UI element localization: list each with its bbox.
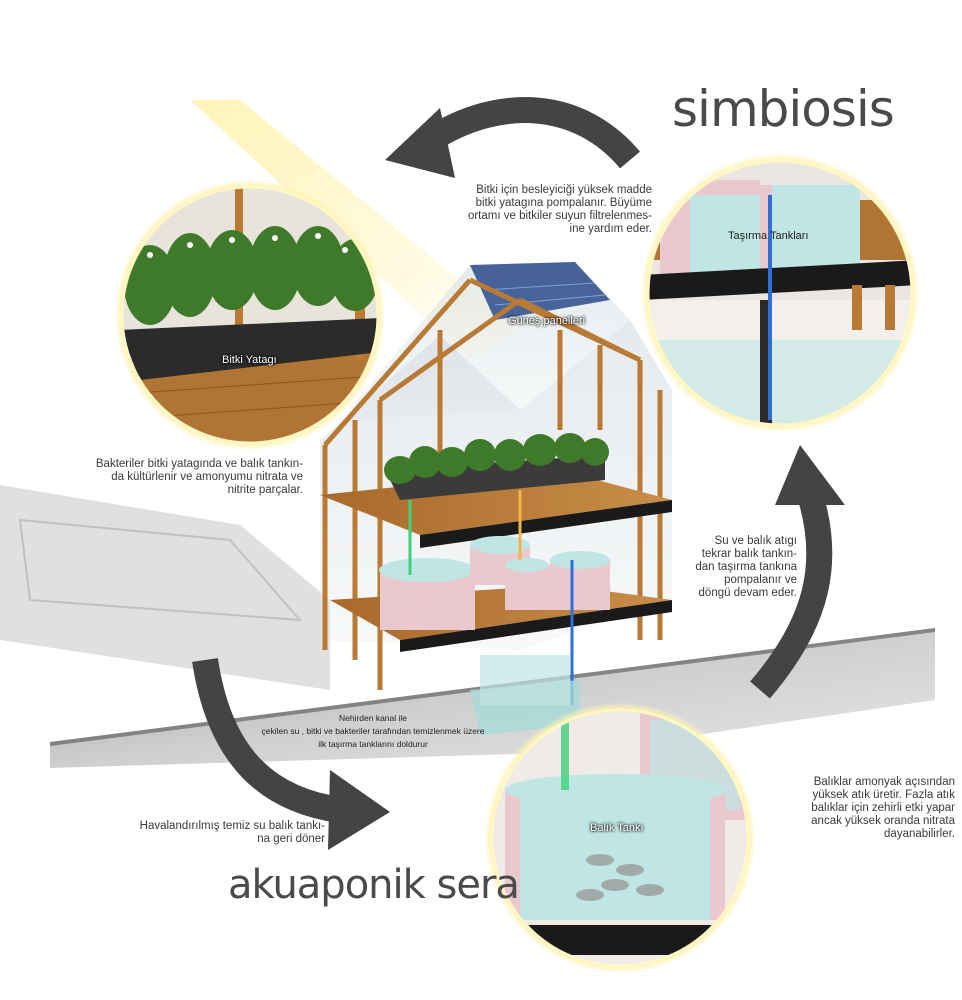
title-akuaponik-sera: akuaponik sera	[228, 862, 520, 908]
ground-shadow	[0, 485, 330, 690]
label-tasirma-tanklari: Taşırma Tankları	[728, 230, 809, 242]
arrow-head-right	[775, 445, 845, 505]
greenhouse	[320, 262, 672, 735]
greenhouse-tanks	[379, 536, 610, 630]
title-simbiosis: simbiosis	[672, 80, 895, 138]
label-balik-tanki: Balık Tankı	[590, 822, 644, 834]
arrow-head-bottom	[328, 770, 390, 850]
overflow-tanks-circle	[648, 161, 912, 425]
plant-bed-circle	[122, 187, 378, 443]
solar-panels	[470, 262, 610, 320]
arrow-head-top	[385, 108, 455, 178]
note-bottom-left: Havalandırılmış temiz su balık tankı-na …	[139, 820, 325, 845]
note-left: Bakteriler bitki yatagında ve balık tank…	[95, 458, 303, 496]
cycle-arrows	[192, 97, 833, 823]
label-bitki-yatagi: Bitki Yatagı	[222, 354, 277, 366]
label-gunes-panelleri: Güneş panelleri	[508, 315, 586, 327]
